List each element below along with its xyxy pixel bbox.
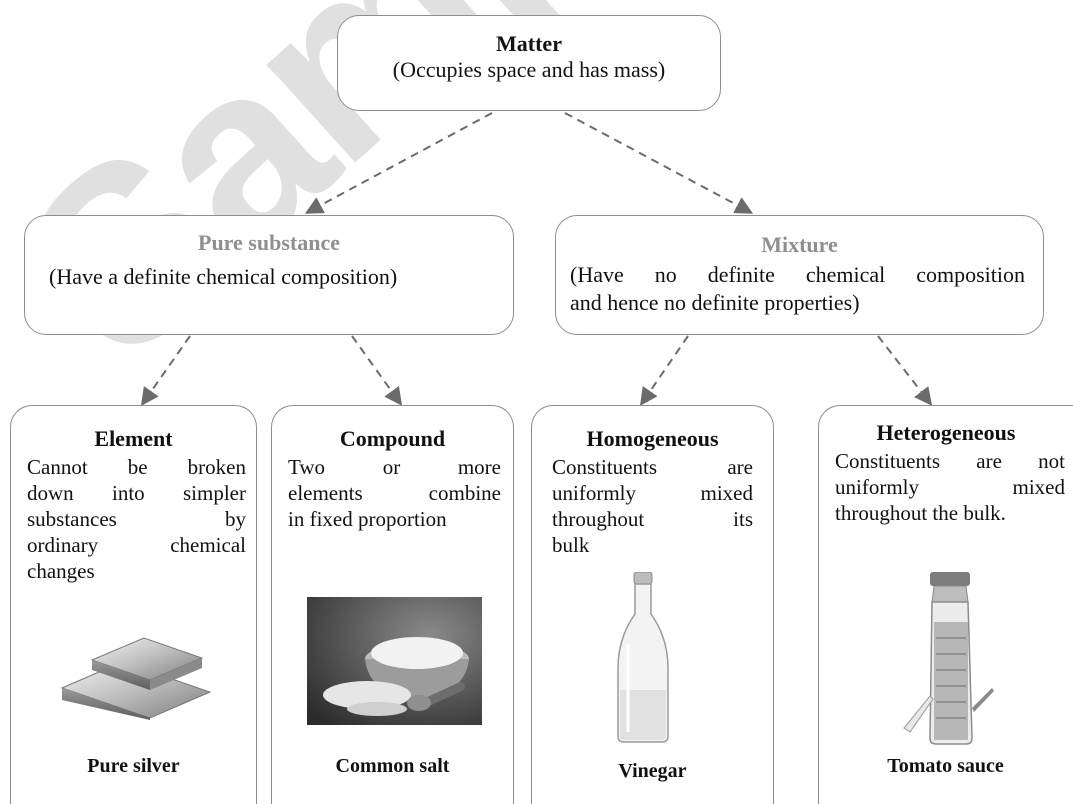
arrow-matter-to-mixture (564, 112, 754, 214)
pure-substance-box: Pure substance (Have a definite chemical… (24, 215, 514, 335)
homogeneous-desc-line: throughout its (552, 507, 753, 531)
tomato-sauce-jar-image (903, 572, 994, 745)
arrow-matter-to-pure (304, 112, 493, 214)
element-desc-line: changes (27, 559, 95, 583)
element-description: Cannot be broken down into simpler subst… (27, 454, 246, 594)
heterogeneous-desc-line: uniformly mixed (835, 475, 1065, 499)
heterogeneous-description: Constituents are not uniformly mixed thr… (835, 448, 1065, 526)
element-desc-line: substances by (27, 507, 246, 531)
arrow-mixture-to-heterogeneous (877, 335, 933, 406)
mixture-box: Mixture (Have no definite chemical compo… (555, 215, 1044, 335)
homogeneous-title: Homogeneous (586, 426, 719, 451)
element-desc-line: Cannot be broken (27, 455, 246, 479)
element-desc-line: ordinary chemical (27, 533, 246, 557)
heterogeneous-title: Heterogeneous (876, 420, 1016, 445)
element-title: Element (94, 426, 173, 451)
pure-substance-description: (Have a definite chemical composition) (49, 264, 398, 289)
pure-substance-title: Pure substance (198, 230, 340, 255)
heterogeneous-caption: Tomato sauce (887, 755, 1004, 777)
matter-title: Matter (496, 31, 562, 56)
compound-caption: Common salt (335, 755, 450, 777)
compound-desc-line: Two or more (288, 455, 501, 479)
mixture-description-line-2: and hence no definite properties) (570, 290, 860, 315)
silver-bars-image (60, 637, 212, 720)
mixture-description-line-1: (Have no definite chemical composition (570, 262, 1025, 287)
homogeneous-desc-line: uniformly mixed (552, 481, 753, 505)
homogeneous-desc-line: Constituents are (552, 455, 753, 479)
homogeneous-box: Homogeneous Constituents are uniformly m… (531, 405, 774, 804)
mixture-title: Mixture (761, 232, 838, 257)
matter-description: (Occupies space and has mass) (392, 57, 666, 82)
compound-desc-line: elements combine (288, 481, 501, 505)
element-desc-line: down into simpler (27, 481, 246, 505)
homogeneous-desc-line: bulk (552, 533, 590, 557)
compound-title: Compound (339, 426, 446, 451)
element-caption: Pure silver (87, 755, 180, 777)
homogeneous-description: Constituents are uniformly mixed through… (552, 454, 753, 558)
arrow-mixture-to-homogeneous (639, 335, 689, 406)
compound-desc-line: in fixed proportion (288, 507, 447, 531)
homogeneous-caption: Vinegar (618, 760, 687, 782)
element-box: Element Cannot be broken down into simpl… (10, 405, 257, 804)
arrow-pure-to-compound (351, 335, 403, 406)
salt-bowl-image (307, 597, 482, 725)
matter-box: Matter (Occupies space and has mass) (337, 15, 721, 111)
heterogeneous-desc-line: throughout the bulk. (835, 501, 1006, 525)
arrow-pure-to-element (140, 335, 191, 406)
heterogeneous-desc-line: Constituents are not (835, 449, 1065, 473)
compound-description: Two or more elements combine in fixed pr… (288, 454, 501, 532)
vinegar-bottle-image (617, 572, 669, 743)
